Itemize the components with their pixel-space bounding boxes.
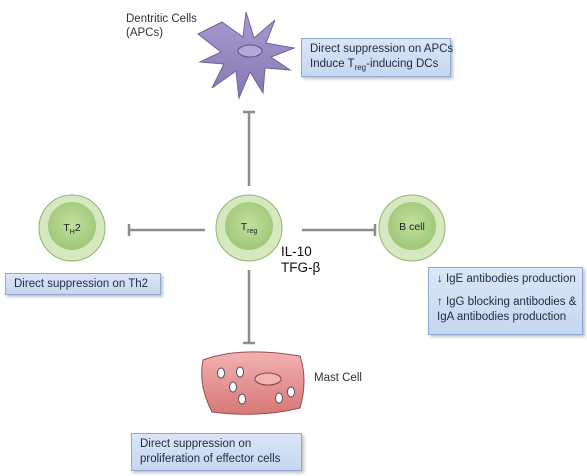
cytokine-tgfb: TFG-β <box>281 260 321 275</box>
b-cell-label: B cell <box>399 221 425 233</box>
bcell-box-line1: ↓ IgE antibodies production <box>437 273 576 285</box>
dc-box-line2-suffix: -inducing DCs <box>366 58 439 70</box>
dendritic-cells-label-line2: (APCs) <box>126 27 164 39</box>
granule <box>236 366 244 378</box>
inhibition-arrows <box>127 110 377 345</box>
mast-cell <box>201 351 305 415</box>
cytokine-il10: IL-10 <box>281 244 312 259</box>
dendritic-cell-nucleus <box>237 44 263 58</box>
dc-box-line2-prefix: Induce T <box>310 58 355 70</box>
mast-cell-granules <box>217 366 295 405</box>
granule <box>238 393 246 405</box>
mast-cell-nucleus <box>254 372 282 386</box>
cytokines-label: IL-10 TFG-β <box>281 244 320 276</box>
granule <box>217 367 225 379</box>
b-cell-inner <box>388 202 436 250</box>
th2-cell-inner <box>48 202 96 250</box>
b-cell: B cell <box>378 194 446 262</box>
th2-box-text: Direct suppression on Th2 <box>14 278 149 290</box>
mast-box-line1: Direct suppression on <box>140 438 252 450</box>
bcell-effect-box: ↓ IgE antibodies production ↑ IgG blocki… <box>428 267 583 335</box>
mast-cell-body <box>201 351 305 415</box>
mast-box-line2: proliferation of effector cells <box>140 453 281 465</box>
dendritic-cell <box>197 11 296 100</box>
treg-cell: Treg <box>215 194 283 262</box>
dc-box-line1: Direct suppression on APCs <box>310 43 454 55</box>
treg-cell-inner <box>225 202 273 250</box>
dc-box-line2: Induce Treg-inducing DCs <box>310 57 442 72</box>
granule <box>287 386 295 398</box>
th2-suppression-box: Direct suppression on Th2 <box>5 273 161 295</box>
dendritic-cells-label: Dentritic Cells (APCs) <box>126 12 197 40</box>
mast-cell-label: Mast Cell <box>314 372 362 384</box>
dc-box-line2-sub: reg <box>354 63 367 72</box>
th2-cell-label: TH2 <box>63 222 80 236</box>
dendritic-cells-label-line1: Dentritic Cells <box>126 13 197 25</box>
bcell-box-line3: IgA antibodies production <box>437 311 567 323</box>
treg-cell-label: Treg <box>241 221 258 235</box>
bcell-box-line2: ↑ IgG blocking antibodies & <box>437 296 577 308</box>
mast-suppression-box: Direct suppression on proliferation of e… <box>131 433 302 471</box>
dc-suppression-box: Direct suppression on APCs Induce Treg-i… <box>301 38 454 77</box>
granule <box>275 392 283 404</box>
th2-cell: TH2 <box>38 194 106 262</box>
granule <box>229 381 237 393</box>
